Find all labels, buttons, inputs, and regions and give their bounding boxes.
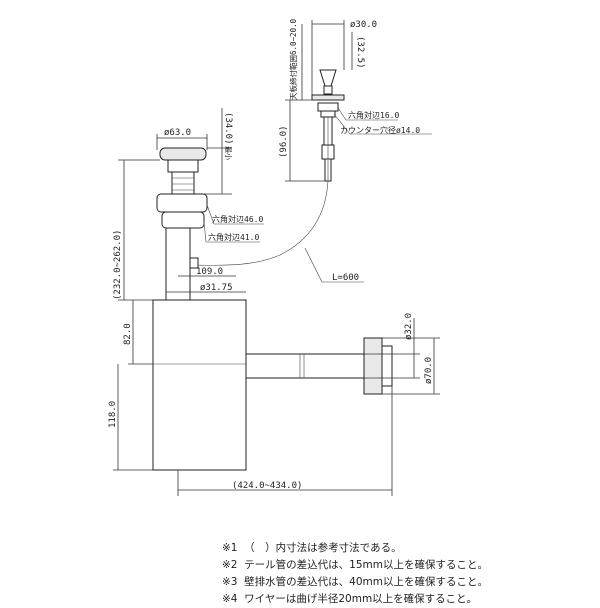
dim-diameter-70: ø70.0 xyxy=(424,357,434,384)
dim-424-434: (424.0~434.0) xyxy=(232,481,302,491)
dim-118: 118.0 xyxy=(108,401,118,428)
dim-hex-16: 六角対辺16.0 xyxy=(348,110,399,120)
dim-diameter-32: ø32.0 xyxy=(404,313,414,340)
dim-34: (34.0) xyxy=(223,112,233,145)
dim-232-262: (232.0~262.0) xyxy=(113,230,123,300)
dim-hex-46: 六角対辺46.0 xyxy=(212,214,263,224)
notes-block: ※1 （ ）内寸法は参考寸法である。 ※2 テール管の差込代は、15mm以上を確… xyxy=(222,540,592,608)
push-rod-assembly xyxy=(311,69,345,182)
dim-diameter-63: ø63.0 xyxy=(164,128,191,138)
drain-assembly xyxy=(152,147,393,471)
dim-32-5: (32.5) xyxy=(355,36,365,69)
dim-wire-length: L=600 xyxy=(332,273,359,283)
note-3: ※3 壁排水管の差込代は、40mm以上を確保すること。 xyxy=(222,576,488,588)
dim-diameter-30: ø30.0 xyxy=(350,20,377,30)
dim-96: (96.0) xyxy=(279,125,289,158)
note-1: ※1 （ ）内寸法は参考寸法である。 xyxy=(222,542,402,554)
note-2: ※2 テール管の差込代は、15mm以上を確保すること。 xyxy=(222,559,488,571)
dim-82: 82.0 xyxy=(123,323,133,345)
wire-cable xyxy=(187,180,329,266)
dim-hex-41: 六角対辺41.0 xyxy=(208,232,259,242)
dim-min-label: 最小 xyxy=(224,146,233,160)
dim-diameter-31-75: ø31.75 xyxy=(200,283,233,293)
dim-adjust-range: 天板締付範囲6.0~20.0 xyxy=(288,18,298,100)
dim-counter-hole: カウンター穴径ø14.0 xyxy=(340,125,420,135)
dim-109: 109.0 xyxy=(196,267,223,277)
